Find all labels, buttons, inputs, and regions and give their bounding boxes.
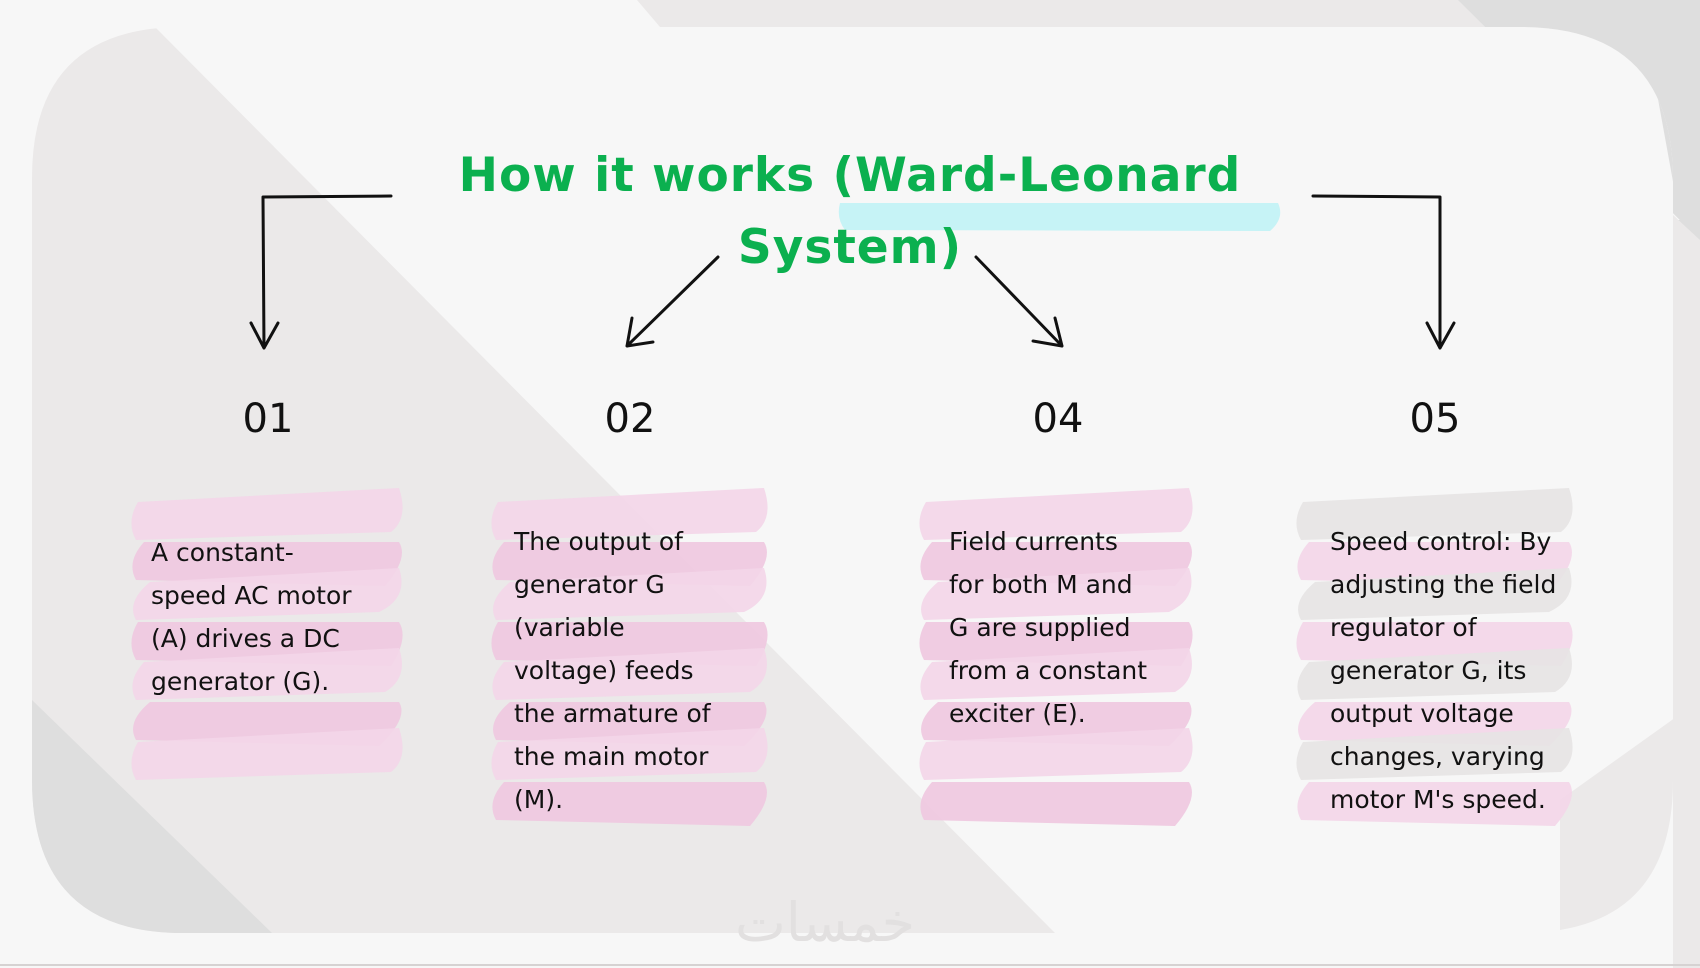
- arrow-to-step-02-icon: [625, 255, 720, 348]
- brush-stroke: [131, 728, 403, 780]
- brush-stroke: [1297, 782, 1572, 826]
- step-number-05: 05: [1409, 396, 1461, 442]
- brush-stroke: [132, 648, 402, 700]
- step-text-05: Speed control: By adjusting the field re…: [1330, 527, 1557, 814]
- brush-stroke: [1298, 568, 1572, 620]
- brush-stroke: [493, 568, 767, 620]
- arrows: [249, 194, 1456, 350]
- brush-stroke: [491, 488, 768, 540]
- step-number-01: 01: [242, 396, 294, 442]
- brush-stroke: [133, 568, 402, 620]
- step-text-01: A constant- speed AC motor (A) drives a …: [151, 538, 352, 696]
- step-number-02: 02: [604, 396, 656, 442]
- slide-title-line1: How it works (Ward-Leonard: [458, 148, 1242, 203]
- brush-stroke: [1296, 728, 1573, 780]
- arrow-to-step-01-icon: [249, 194, 393, 350]
- brush-stroke: [920, 648, 1192, 700]
- brush-stroke: [920, 782, 1192, 826]
- step-text-02: The output of generator G (variable volt…: [514, 527, 711, 814]
- slide-title-line2: System): [737, 220, 963, 275]
- brush-stroke: [919, 488, 1193, 540]
- brush-stroke: [1296, 488, 1573, 540]
- brush-stroke: [491, 728, 768, 780]
- arrow-to-step-05-icon: [1311, 194, 1456, 350]
- brush-stroke: [921, 568, 1192, 620]
- watermark-logo: خمسات: [735, 891, 916, 954]
- brush-stroke: [131, 488, 403, 540]
- bg-left-dark: [32, 700, 272, 933]
- title-highlight: [838, 203, 1281, 231]
- brush-stroke: [919, 728, 1193, 780]
- bg-top-strip: [637, 0, 1700, 27]
- brush-stroke: [492, 782, 767, 826]
- brush-stroke: [492, 648, 767, 700]
- brush-strokes: [131, 488, 1573, 826]
- step-text-04: Field currents for both M and G are supp…: [949, 527, 1148, 728]
- arrow-to-step-04-icon: [974, 255, 1064, 348]
- brush-stroke: [1297, 648, 1572, 700]
- step-number-04: 04: [1032, 396, 1084, 442]
- bg-right-edge-light: [1673, 215, 1700, 968]
